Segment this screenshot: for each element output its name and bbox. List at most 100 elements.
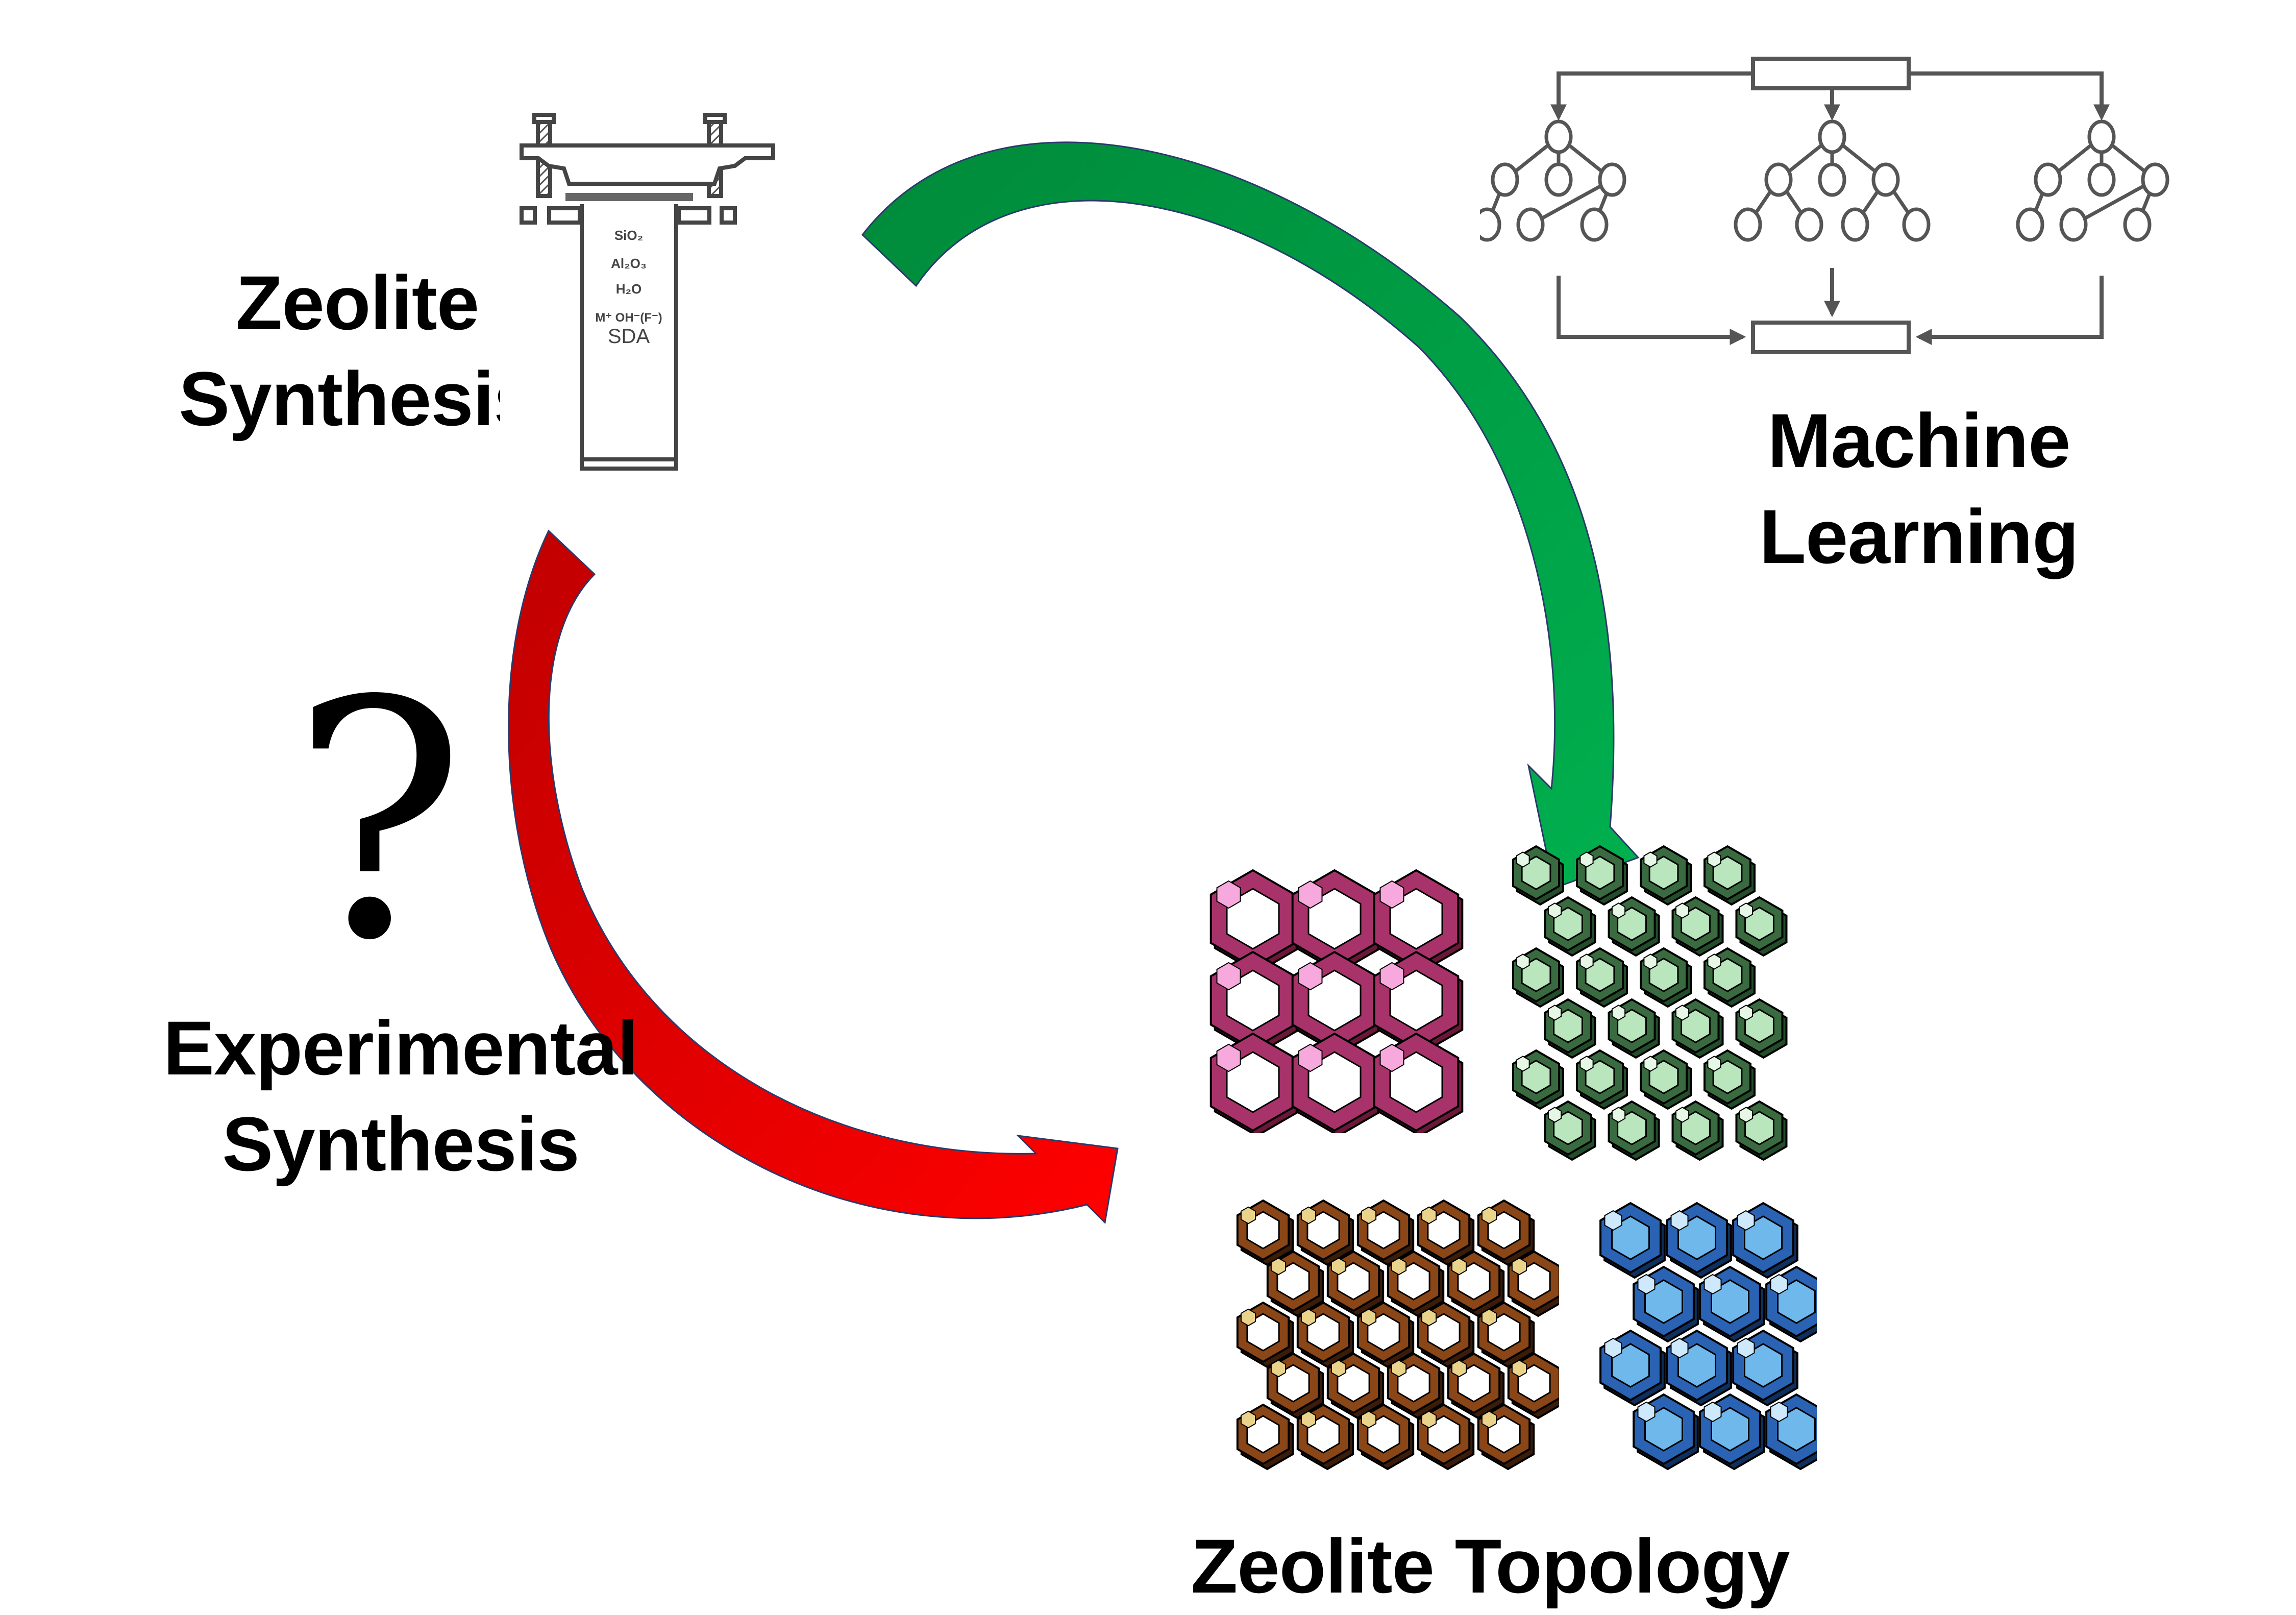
content-sio2: SiO₂	[614, 228, 643, 243]
ring-highlight	[1675, 1107, 1690, 1123]
decision-tree	[1734, 119, 1931, 242]
content-sda: SDA	[608, 325, 650, 348]
ring-highlight	[1737, 1337, 1755, 1359]
cage	[1236, 1403, 1294, 1471]
ring-highlight	[1675, 902, 1690, 919]
cage	[1633, 1265, 1699, 1343]
cage	[1608, 1100, 1660, 1161]
tree-node	[1818, 162, 1846, 197]
random-forest-diagram	[1480, 57, 2169, 354]
decision-tree	[2016, 119, 2169, 242]
cage	[1236, 1301, 1294, 1368]
ring-highlight	[1298, 962, 1323, 991]
machine-learning-line-2: Learning	[1759, 493, 2079, 579]
ring-highlight	[1739, 902, 1754, 919]
cage	[1477, 1199, 1535, 1266]
autoclave-base	[580, 457, 678, 471]
autoclave-diagram: SiO₂ Al₂O₃ H₂O M⁺ OH⁻(F⁻) SDA	[500, 102, 827, 490]
ring-highlight	[1516, 953, 1530, 970]
ring-highlight	[1240, 1206, 1256, 1225]
cage	[1735, 1100, 1788, 1161]
ring-highlight	[1300, 1206, 1317, 1225]
ring-highlight	[1547, 1005, 1562, 1021]
cage	[1699, 1265, 1765, 1343]
ring-highlight	[1707, 953, 1721, 970]
cage	[1640, 947, 1692, 1008]
cage	[1417, 1199, 1475, 1266]
ring-highlight	[1361, 1206, 1377, 1225]
ring-highlight	[1739, 1005, 1754, 1021]
ring-highlight	[1270, 1359, 1287, 1378]
cage	[1699, 1393, 1765, 1471]
cage	[1704, 947, 1756, 1008]
tree-node	[1598, 162, 1626, 197]
cage	[1209, 1032, 1300, 1133]
ring-highlight	[1361, 1410, 1377, 1429]
cage	[1765, 1393, 1817, 1471]
ring-highlight	[1451, 1257, 1467, 1276]
ring-highlight	[1421, 1410, 1437, 1429]
cage	[1512, 1049, 1564, 1110]
ring-highlight	[1240, 1308, 1256, 1327]
cage	[1599, 1329, 1666, 1407]
cage	[1608, 896, 1660, 957]
ring-highlight	[1391, 1359, 1407, 1378]
ring-highlight	[1704, 1274, 1722, 1295]
ring-highlight	[1481, 1410, 1497, 1429]
decision-tree	[1480, 119, 1626, 242]
cage	[1507, 1250, 1559, 1317]
tree-edge	[2072, 178, 2156, 227]
zeolite-synthesis-label: Zeolite Synthesis	[163, 255, 551, 447]
cage	[1704, 845, 1756, 906]
input-connector-right	[1909, 71, 2110, 121]
cage	[1576, 845, 1628, 906]
cage	[1599, 1202, 1666, 1279]
ring-highlight	[1421, 1308, 1437, 1327]
tree-node	[2141, 162, 2169, 197]
ring-highlight	[1611, 1005, 1626, 1021]
ring-highlight	[1579, 1056, 1594, 1072]
cage	[1326, 1250, 1385, 1317]
machine-learning-line-1: Machine	[1767, 398, 2070, 483]
tree-edge	[1529, 178, 1613, 227]
tree-node	[2034, 162, 2062, 197]
zeolite-synthesis-line-1: Zeolite	[235, 260, 479, 346]
tree-node	[2123, 207, 2152, 242]
ring-highlight	[1240, 1410, 1256, 1429]
cage	[1326, 1352, 1385, 1420]
autoclave-lid	[520, 143, 775, 186]
cage	[1209, 869, 1300, 974]
cage	[1735, 998, 1788, 1059]
cage	[1387, 1250, 1445, 1317]
cage	[1544, 1100, 1596, 1161]
cage	[1296, 1301, 1354, 1368]
ring-highlight	[1670, 1210, 1689, 1231]
ring-highlight	[1643, 851, 1658, 868]
ring-highlight	[1330, 1359, 1347, 1378]
flange-right-inner	[677, 206, 711, 225]
content-al2o3: Al₂O₃	[611, 256, 647, 271]
experimental-synthesis-label: Experimental Synthesis	[128, 1000, 674, 1192]
cage	[1477, 1301, 1535, 1368]
ring-highlight	[1643, 1056, 1658, 1072]
ring-highlight	[1637, 1274, 1656, 1295]
ring-highlight	[1298, 1043, 1323, 1072]
cage	[1507, 1352, 1559, 1420]
ring-highlight	[1579, 851, 1594, 868]
experimental-synthesis-line-2: Synthesis	[222, 1100, 580, 1187]
cage	[1704, 1049, 1756, 1110]
tree-node	[1480, 207, 1501, 242]
cage	[1373, 869, 1464, 974]
cage	[1296, 1403, 1354, 1471]
ring-highlight	[1300, 1308, 1317, 1327]
cage	[1732, 1202, 1798, 1279]
tree-node	[1516, 207, 1545, 242]
ring-highlight	[1300, 1410, 1317, 1429]
cage	[1671, 896, 1724, 957]
ring-highlight	[1604, 1210, 1622, 1231]
content-mohf: M⁺ OH⁻(F⁻)	[595, 311, 662, 325]
cage	[1732, 1329, 1798, 1407]
ring-highlight	[1379, 1043, 1404, 1072]
machine-learning-arrow	[861, 141, 1640, 890]
